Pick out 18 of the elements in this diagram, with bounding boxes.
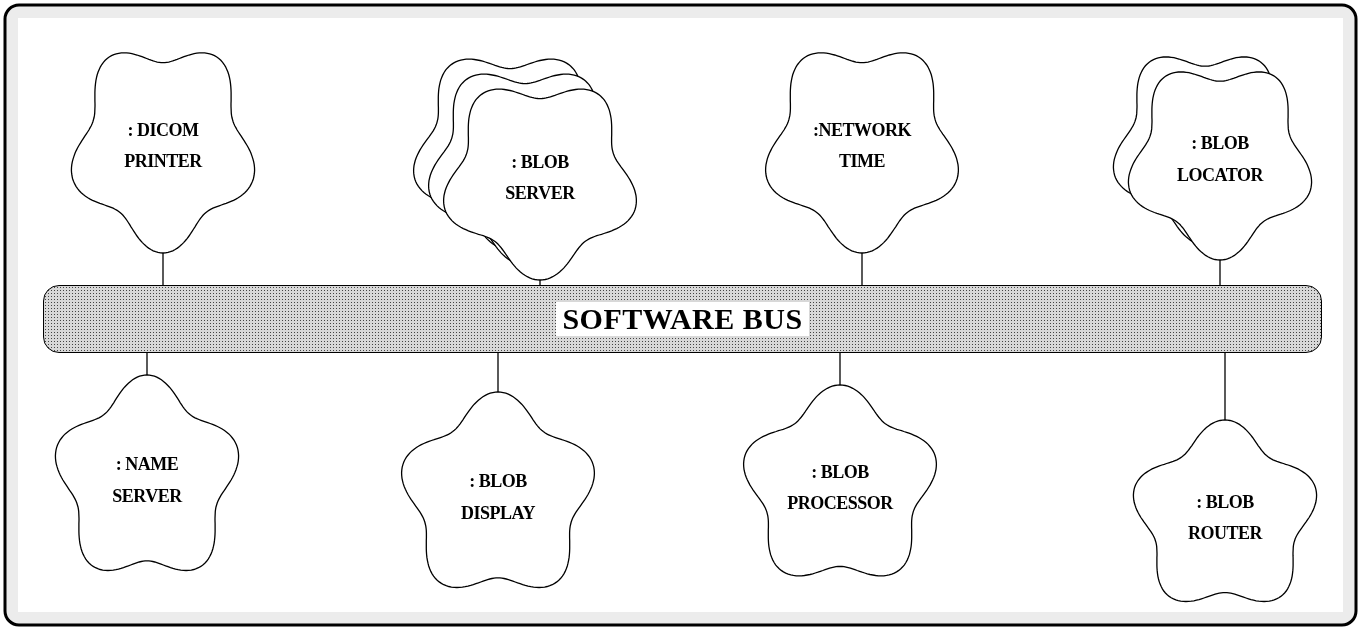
connector-line (162, 252, 164, 286)
node-label: : BLOB PROCESSOR (786, 460, 895, 515)
node-label: :NETWORK TIME (812, 118, 913, 173)
connector-line (146, 352, 148, 376)
connector-line (539, 279, 541, 286)
node-label: : NAME SERVER (111, 452, 184, 507)
node-label: : BLOB LOCATOR (1176, 131, 1265, 186)
connector-line (497, 352, 499, 393)
software-bus-bar (43, 285, 1322, 353)
connector-line (839, 352, 841, 386)
connector-line (1224, 352, 1226, 421)
node-label: : BLOB SERVER (504, 150, 577, 205)
node-label: : BLOB ROUTER (1187, 490, 1264, 545)
node-label: : BLOB DISPLAY (460, 469, 536, 524)
node-label: SOFTWARE BUS (556, 302, 809, 336)
connector-line (861, 252, 863, 286)
connector-line (1219, 259, 1221, 286)
node-label: : DICOM PRINTER (123, 118, 204, 173)
